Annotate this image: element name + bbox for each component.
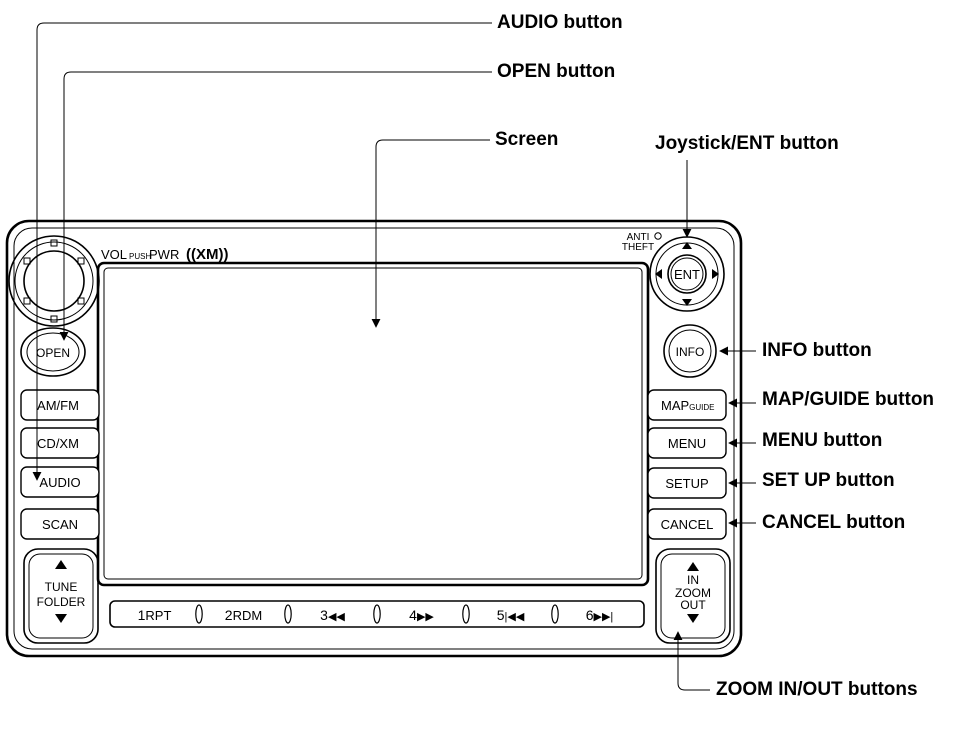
anti-theft-indicator: ANTI THEFT bbox=[622, 232, 662, 253]
svg-text:AM/FM: AM/FM bbox=[37, 398, 79, 413]
joystick-down-icon[interactable] bbox=[682, 299, 692, 306]
svg-text:OPEN: OPEN bbox=[36, 346, 70, 360]
preset-divider bbox=[195, 604, 203, 624]
svg-text:SETUP: SETUP bbox=[665, 476, 708, 491]
volume-knob[interactable] bbox=[8, 235, 100, 327]
svg-text:AUDIO: AUDIO bbox=[39, 475, 80, 490]
svg-text:MENU: MENU bbox=[668, 436, 706, 451]
preset-button-1[interactable]: 1RPT bbox=[138, 607, 172, 623]
preset-divider bbox=[284, 604, 292, 624]
svg-text:FOLDER: FOLDER bbox=[37, 595, 86, 609]
menu-button[interactable]: MENU bbox=[647, 427, 727, 459]
joystick-right-icon[interactable] bbox=[712, 269, 719, 279]
tune-down-arrow-icon[interactable] bbox=[55, 614, 67, 623]
preset-button-3[interactable]: 3◀◀ bbox=[320, 607, 345, 623]
svg-text:ENT: ENT bbox=[674, 267, 700, 282]
preset-divider bbox=[551, 604, 559, 624]
xm-logo: ((XM)) bbox=[186, 246, 228, 263]
info-button[interactable]: INFO bbox=[663, 324, 717, 378]
svg-text:ZOOM: ZOOM bbox=[675, 586, 711, 600]
svg-text:SCAN: SCAN bbox=[42, 517, 78, 532]
amfm-button[interactable]: AM/FM bbox=[20, 389, 100, 421]
svg-text:ANTI: ANTI bbox=[627, 232, 650, 243]
setup-button[interactable]: SETUP bbox=[647, 467, 727, 499]
svg-text:INFO: INFO bbox=[676, 345, 705, 359]
audio-button[interactable]: AUDIO bbox=[20, 466, 100, 498]
unit-frame bbox=[5, 219, 743, 658]
screen-callout: Screen bbox=[495, 129, 559, 150]
joystick-ent-button[interactable]: ENT bbox=[649, 236, 725, 312]
tune-folder-rocker[interactable]: TUNE FOLDER bbox=[23, 548, 99, 644]
preset-strip: 1RPT 2RDM 3◀◀ 4▶▶ 5|◀◀ 6▶▶| bbox=[109, 600, 645, 628]
preset-button-2[interactable]: 2RDM bbox=[225, 607, 262, 623]
svg-text:PWR: PWR bbox=[149, 247, 179, 262]
svg-text:3◀◀: 3◀◀ bbox=[320, 607, 345, 623]
cancel-button-callout: CANCEL button bbox=[762, 512, 906, 533]
svg-text:IN: IN bbox=[687, 573, 699, 587]
svg-text:1RPT: 1RPT bbox=[138, 607, 172, 623]
zoom-in-arrow-icon[interactable] bbox=[687, 562, 699, 571]
map-guide-button[interactable]: MAPGUIDE bbox=[647, 389, 727, 421]
preset-button-6[interactable]: 6▶▶| bbox=[586, 607, 614, 623]
anti-theft-led-icon bbox=[654, 232, 662, 240]
display-screen bbox=[96, 261, 650, 587]
svg-text:TUNE: TUNE bbox=[45, 580, 78, 594]
joystick-up-icon[interactable] bbox=[682, 242, 692, 249]
scan-button[interactable]: SCAN bbox=[20, 508, 100, 540]
svg-text:5|◀◀: 5|◀◀ bbox=[497, 607, 525, 623]
joystick-ent-callout: Joystick/ENT button bbox=[655, 133, 839, 154]
vol-push-pwr-label: VOL PUSH PWR bbox=[101, 247, 179, 262]
setup-button-callout: SET UP button bbox=[762, 470, 895, 491]
svg-text:PUSH: PUSH bbox=[129, 252, 151, 261]
cancel-button[interactable]: CANCEL bbox=[647, 508, 727, 540]
svg-text:OUT: OUT bbox=[680, 598, 706, 612]
svg-text:THEFT: THEFT bbox=[622, 242, 654, 253]
zoom-rocker[interactable]: IN ZOOM OUT bbox=[655, 548, 731, 644]
open-button[interactable]: OPEN bbox=[20, 327, 86, 377]
zoom-buttons-callout: ZOOM IN/OUT buttons bbox=[716, 679, 918, 700]
joystick-left-icon[interactable] bbox=[655, 269, 662, 279]
info-button-callout: INFO button bbox=[762, 340, 872, 361]
preset-button-4[interactable]: 4▶▶ bbox=[409, 607, 434, 623]
svg-text:4▶▶: 4▶▶ bbox=[409, 607, 434, 623]
callout-leaders bbox=[32, 22, 756, 691]
svg-text:6▶▶|: 6▶▶| bbox=[586, 607, 614, 623]
menu-button-callout: MENU button bbox=[762, 430, 883, 451]
audio-leader bbox=[32, 22, 492, 481]
tune-up-arrow-icon[interactable] bbox=[55, 560, 67, 569]
zoom-out-arrow-icon[interactable] bbox=[687, 614, 699, 623]
map-guide-button-callout: MAP/GUIDE button bbox=[762, 389, 935, 410]
zoom-leader bbox=[673, 631, 710, 691]
preset-button-5[interactable]: 5|◀◀ bbox=[497, 607, 525, 623]
screen-leader bbox=[371, 139, 490, 328]
open-button-callout: OPEN button bbox=[497, 61, 616, 82]
preset-divider bbox=[462, 604, 470, 624]
svg-text:2RDM: 2RDM bbox=[225, 607, 262, 623]
preset-divider bbox=[373, 604, 381, 624]
svg-text:CANCEL: CANCEL bbox=[661, 517, 714, 532]
open-leader bbox=[59, 71, 492, 341]
svg-text:MAPGUIDE: MAPGUIDE bbox=[661, 398, 715, 413]
svg-text:CD/XM: CD/XM bbox=[37, 436, 79, 451]
audio-button-callout: AUDIO button bbox=[497, 12, 623, 33]
cdxm-button[interactable]: CD/XM bbox=[20, 427, 100, 459]
svg-text:VOL: VOL bbox=[101, 247, 127, 262]
